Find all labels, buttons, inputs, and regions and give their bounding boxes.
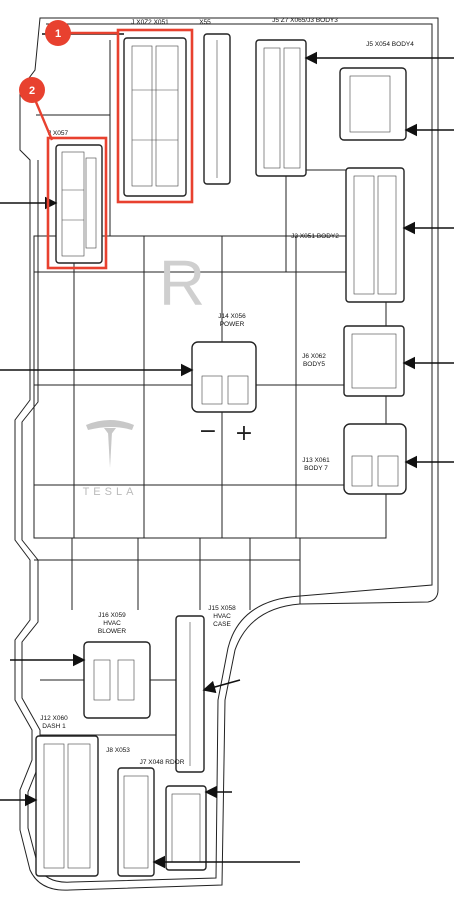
label-j6-line2: BODY5 xyxy=(303,361,325,368)
connector-bottom-mid xyxy=(117,767,155,877)
board-inner-outline xyxy=(21,23,433,883)
tesla-logo xyxy=(86,420,134,468)
connector-j5 xyxy=(339,67,407,141)
label-top-center: X55 xyxy=(199,19,211,26)
label-x057: J X057 xyxy=(48,130,69,137)
label-bottom-right: J7 X048 RDOR xyxy=(140,759,185,766)
polarity-plus: + xyxy=(235,421,253,446)
logo-letter: R xyxy=(159,247,205,319)
label-j12-line1: J12 X060 xyxy=(40,715,68,722)
connector-j14 xyxy=(191,341,257,413)
connector-j16 xyxy=(83,641,151,719)
label-j3: J3 X051 BODY2 xyxy=(291,233,339,240)
callout-1: 1 xyxy=(45,20,118,46)
label-j13-line2: BODY 7 xyxy=(304,465,328,472)
label-j16-line1: J16 X059 xyxy=(98,612,126,619)
connector-bottom-right xyxy=(165,785,207,871)
pointer-arrows xyxy=(0,33,454,869)
label-j6-line1: J6 X062 xyxy=(302,353,326,360)
connector-x057 xyxy=(55,144,103,264)
board-outline xyxy=(14,17,439,891)
label-j14-line2: POWER xyxy=(220,321,245,328)
callout-2: 2 xyxy=(19,77,54,141)
tesla-wordmark: TESLA xyxy=(83,486,138,498)
connector-top-slim xyxy=(203,33,231,185)
label-j16-line3: BLOWER xyxy=(98,628,126,635)
label-j15-line1: J15 X058 xyxy=(208,605,236,612)
label-j15-line2: HVAC xyxy=(213,613,231,620)
label-j14-line1: J14 X056 xyxy=(218,313,246,320)
svg-text:2: 2 xyxy=(29,85,35,97)
connector-j13 xyxy=(343,423,407,495)
connector-j15 xyxy=(175,615,205,773)
connector-j3 xyxy=(345,167,405,303)
highlight-box-2 xyxy=(46,136,108,270)
highlight-box-1 xyxy=(116,28,194,204)
connector-top-right-mid xyxy=(255,39,307,177)
label-top-right-mid: J5 Z7 X065/J3 BODY3 xyxy=(272,17,338,24)
label-j16-line2: HVAC xyxy=(103,620,121,627)
connector-j6 xyxy=(343,325,405,397)
polarity-minus: − xyxy=(199,419,217,444)
label-j13-line1: J13 X061 xyxy=(302,457,330,464)
label-j5: J5 X054 BODY4 xyxy=(366,41,414,48)
connector-top-center xyxy=(123,37,187,197)
label-top-left-small: J X0Z2 X051 xyxy=(131,19,169,26)
connector-j12 xyxy=(35,735,99,877)
label-bottom-mid: J8 X053 xyxy=(106,747,130,754)
label-j12-line2: DASH 1 xyxy=(42,723,66,730)
label-j15-line3: CASE xyxy=(213,621,231,628)
svg-text:1: 1 xyxy=(55,28,61,40)
